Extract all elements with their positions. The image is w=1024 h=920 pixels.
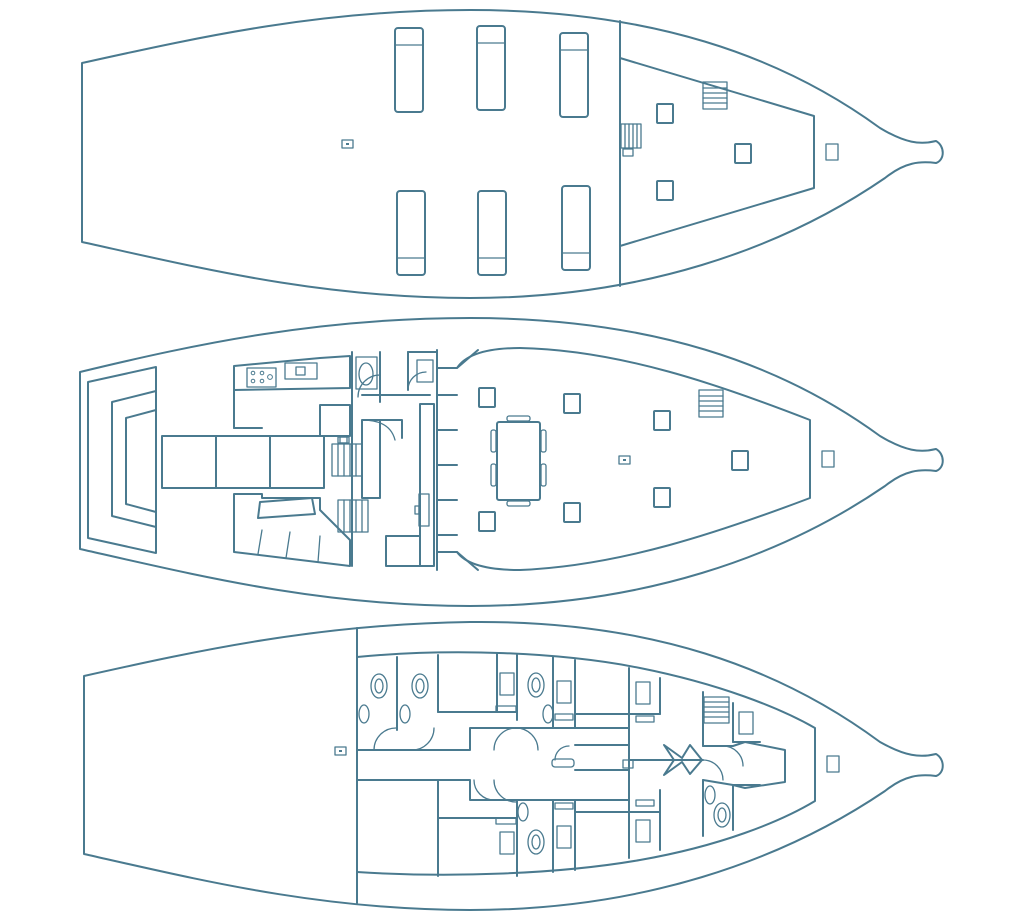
hatch-icon	[563, 502, 581, 523]
toilet-icon	[355, 356, 378, 390]
ladder-icon	[698, 389, 724, 418]
ladder-icon	[703, 696, 730, 724]
toilet-icon	[527, 672, 545, 698]
bow-hatch-icon	[826, 755, 840, 773]
mast-step-icon	[334, 746, 347, 756]
bow-hatch-icon	[825, 143, 839, 161]
sunbed	[559, 32, 589, 118]
hatch-icon	[478, 511, 496, 532]
sink-icon	[542, 704, 554, 724]
bow-hatch-icon	[821, 450, 835, 468]
mast-step-icon	[622, 759, 634, 769]
main-deck-foredeck-outline	[456, 347, 811, 571]
ladder-icon	[702, 81, 728, 110]
toilet-icons	[370, 672, 731, 855]
hatch-icon	[653, 487, 671, 508]
bench-cushion	[257, 497, 316, 519]
saloon-cabinet	[319, 404, 351, 437]
hatch-icon	[656, 103, 674, 124]
sunbed	[476, 25, 506, 111]
drawer-icon	[495, 817, 517, 825]
sink-icon	[399, 704, 411, 724]
stove-icon	[246, 367, 277, 388]
locker-icon	[738, 711, 754, 735]
stairs-icon	[620, 123, 642, 157]
main-deck-hull-outline	[79, 317, 944, 607]
sink-icon	[284, 362, 318, 380]
sunbed	[561, 185, 591, 271]
hatch-icon	[656, 180, 674, 201]
corridor-fittings	[551, 744, 703, 776]
sunbed	[477, 190, 507, 276]
locker-icon	[556, 680, 572, 704]
toilet-icon	[713, 802, 731, 828]
hatch-icon	[653, 410, 671, 431]
heater-icon	[551, 758, 575, 768]
hatch-icon	[478, 387, 496, 408]
drawer-icon	[554, 802, 574, 810]
galley-counter	[233, 355, 351, 429]
locker-icons	[495, 672, 754, 855]
sunbed	[394, 27, 424, 113]
sink-icon	[704, 785, 716, 805]
hatch-icon	[563, 393, 581, 414]
dining-table-icon	[490, 415, 547, 507]
stair-landing-icon	[663, 744, 703, 776]
sunbed	[396, 190, 426, 276]
locker-icon	[556, 825, 572, 849]
mast-step-icon	[618, 455, 631, 465]
locker-icon	[635, 819, 651, 843]
sun-deck-foredeck-outline	[619, 57, 815, 247]
drawer-icon	[635, 715, 655, 723]
cabin-doors	[373, 727, 744, 803]
sun-deck-hull-outline	[81, 9, 944, 299]
saloon-sofa	[161, 435, 325, 489]
lower-deck-hull-outline	[83, 620, 944, 911]
aft-lounge-seating	[87, 366, 157, 554]
lower-deck	[83, 620, 944, 911]
sink-icons	[358, 704, 716, 822]
deckhouse-partitions	[351, 349, 479, 571]
toilet-icon	[411, 673, 429, 699]
sunbed-row-bottom	[396, 185, 591, 276]
hatch-icons	[478, 387, 835, 532]
locker-icon	[635, 681, 651, 705]
sunbed-row-top	[394, 25, 589, 118]
sink-icon	[517, 802, 529, 822]
drawer-icon	[495, 705, 517, 713]
main-deck	[79, 317, 944, 607]
toilet-icon	[370, 673, 388, 699]
locker-icon	[499, 672, 515, 696]
toilet-icon	[527, 829, 545, 855]
mast-step-icon	[337, 436, 348, 444]
mast-step-icon	[341, 139, 354, 149]
wardrobe-unit	[414, 493, 430, 527]
drawer-icon	[635, 799, 655, 807]
drawer-icon	[554, 713, 574, 721]
sun-deck	[81, 9, 944, 299]
hatch-icons	[656, 103, 839, 201]
locker-icon	[499, 831, 515, 855]
galley-lower-bench	[233, 493, 351, 567]
lower-deck-inner-hull	[356, 651, 816, 876]
locker-icon	[416, 359, 434, 383]
hatch-icon	[731, 450, 749, 471]
sink-icon	[358, 704, 370, 724]
hatch-icon	[734, 143, 752, 164]
